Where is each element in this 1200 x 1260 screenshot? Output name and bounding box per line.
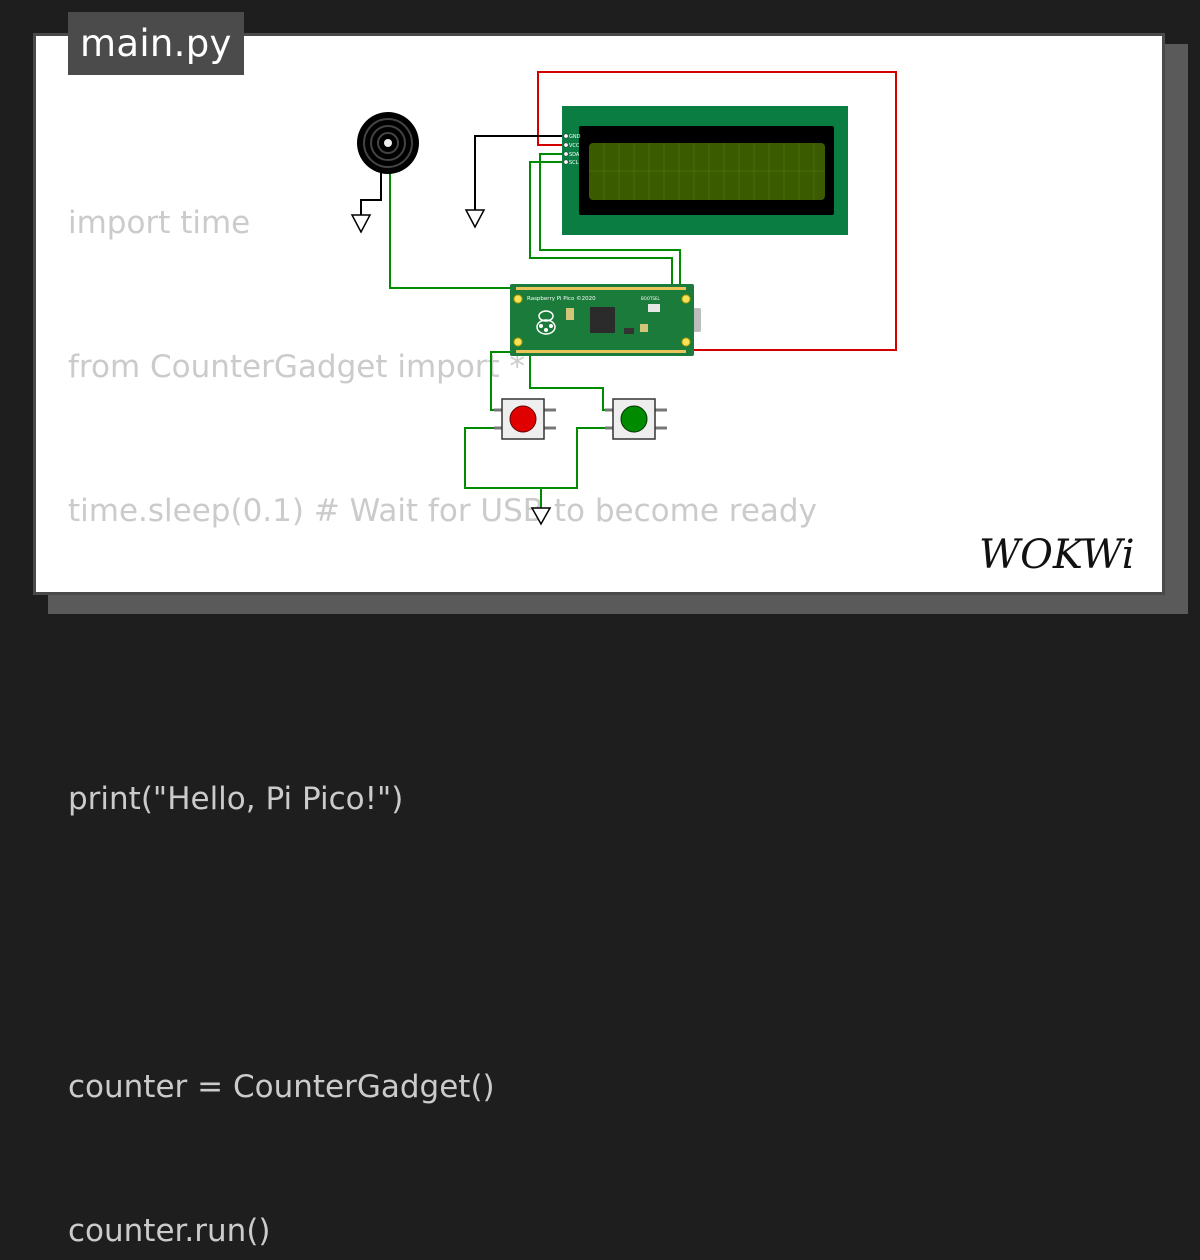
- ground-wire: [474, 135, 567, 210]
- wokwi-logo-text: WOKWi: [979, 532, 1135, 576]
- buzzer-signal-wire: [389, 172, 515, 289]
- code-line: import time: [68, 205, 251, 241]
- power-wire: [537, 71, 897, 351]
- lcd-pin-label: SCL: [569, 160, 579, 166]
- ground-symbols: [350, 209, 552, 526]
- filename-tab: main.py: [68, 12, 244, 75]
- pico-label: Raspberry Pi Pico ©2020: [527, 295, 596, 302]
- green-push-button[interactable]: [605, 398, 667, 440]
- scl-wire: [529, 161, 673, 286]
- wokwi-logo: WOKWi: [979, 532, 1135, 576]
- red-button-ground-wire: [464, 427, 541, 489]
- lcd-pin-label: VCC: [569, 143, 580, 149]
- code-line: counter = CounterGadget(): [68, 1069, 495, 1105]
- red-push-button[interactable]: [494, 398, 556, 440]
- buzzer[interactable]: [357, 112, 419, 174]
- green-button-ground-wire: [540, 427, 613, 508]
- pico-board[interactable]: Raspberry Pi Pico ©2020 BOOTSEL: [510, 284, 701, 356]
- sda-wire: [539, 153, 681, 286]
- ground-symbol: [530, 507, 552, 526]
- lcd-pin-label: SDA: [569, 152, 580, 158]
- code-line: print("Hello, Pi Pico!"): [68, 781, 404, 817]
- code-line: counter.run(): [68, 1213, 271, 1249]
- ground-symbol: [350, 214, 372, 234]
- code-line: [68, 631, 817, 679]
- code-line: time.sleep(0.1) # Wait for USB to become…: [68, 493, 817, 529]
- code-line: from CounterGadget import *: [68, 349, 526, 385]
- circuit-diagram: GND VCC SDA SCL Raspberry Pi Pico ©2020 …: [350, 71, 897, 526]
- ground-symbol: [464, 209, 486, 229]
- raspberry-logo-icon: [536, 310, 556, 335]
- buzzer-ground-wire: [360, 172, 382, 215]
- lcd-pin-label: GND: [569, 134, 581, 140]
- bootsel-label: BOOTSEL: [641, 296, 660, 301]
- lcd-display[interactable]: GND VCC SDA SCL: [562, 106, 848, 235]
- code-line: [68, 919, 817, 967]
